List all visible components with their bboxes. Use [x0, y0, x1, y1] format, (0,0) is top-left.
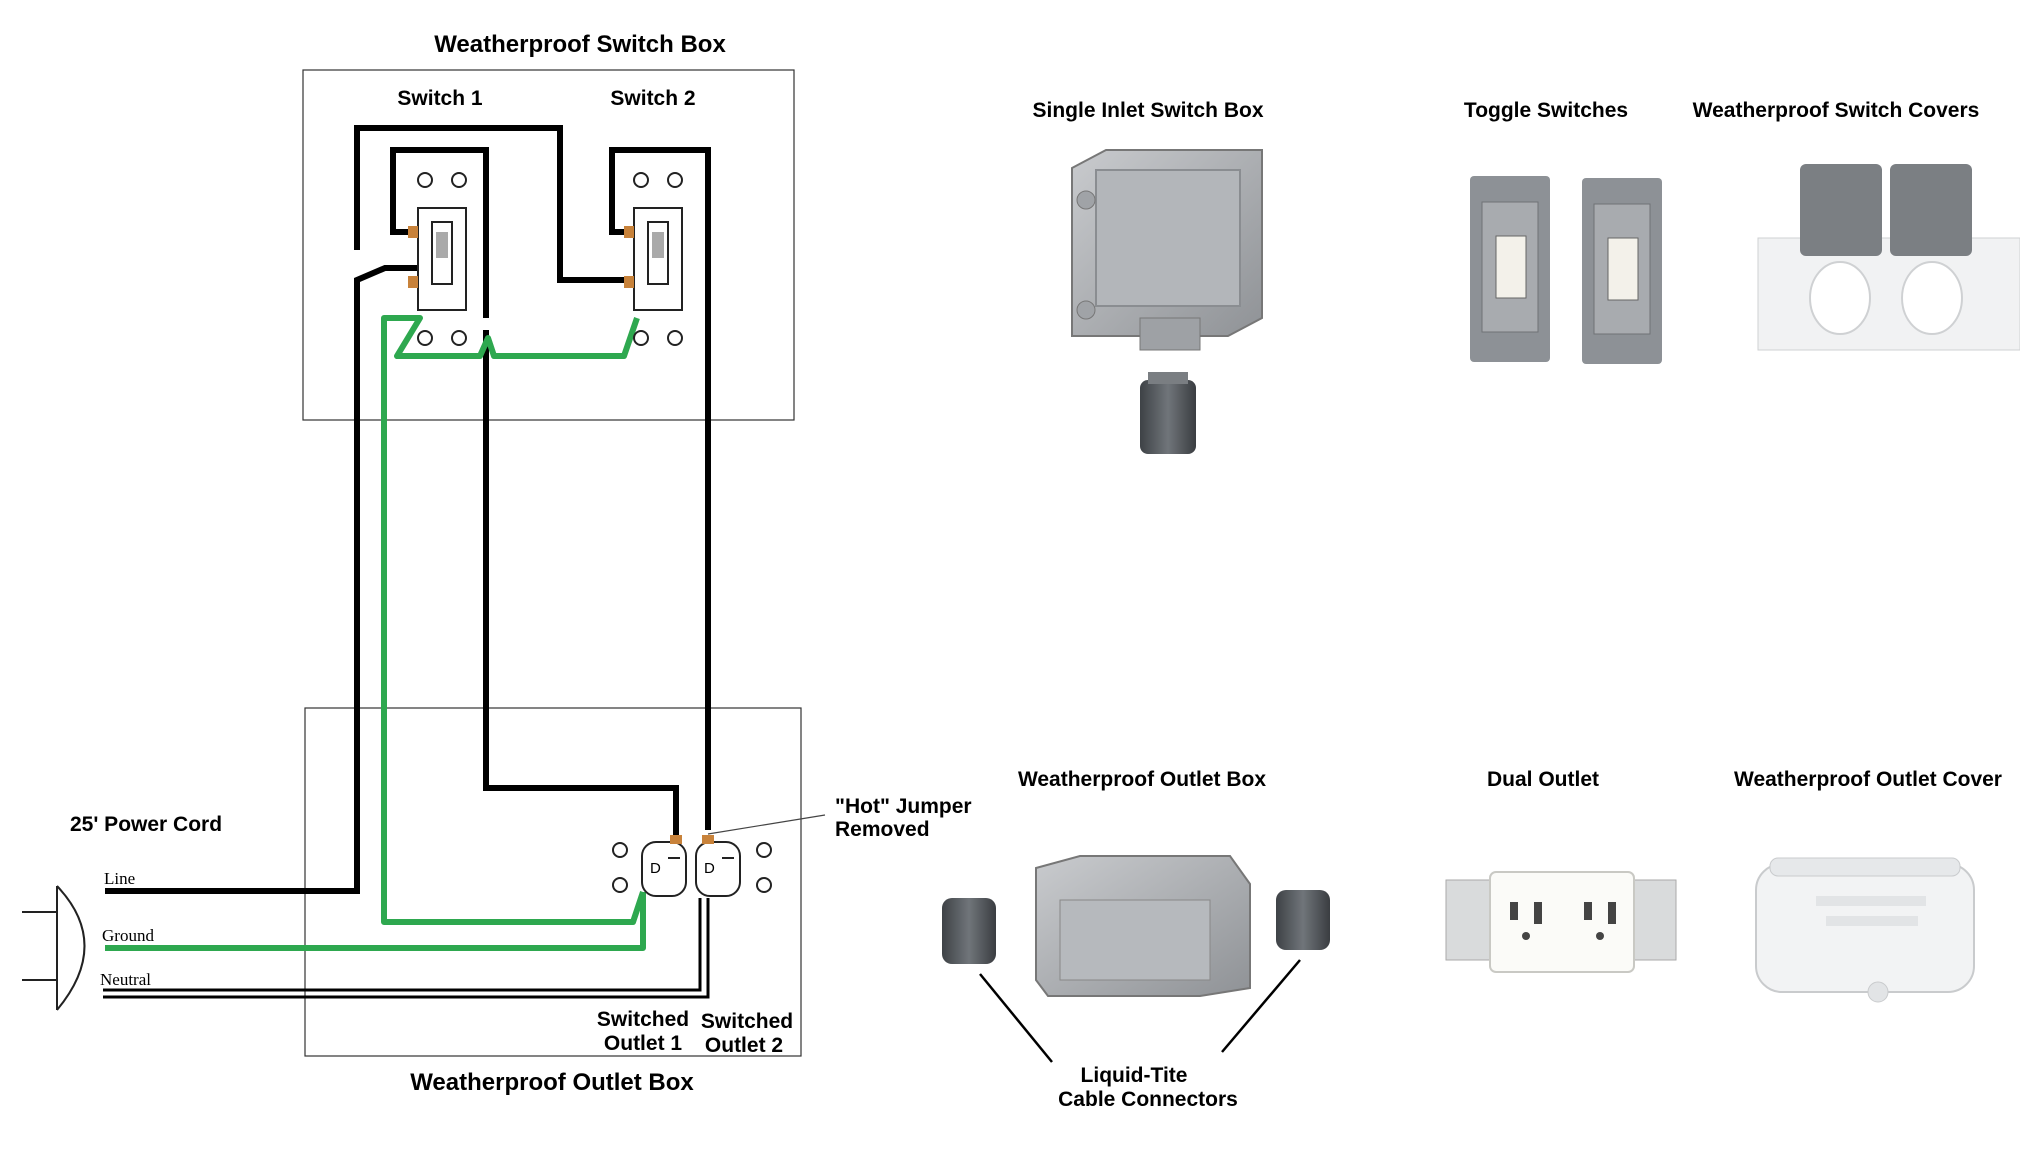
- jumper-leader-line: [707, 814, 826, 835]
- outlet-box-title: Weatherproof Outlet Box: [410, 1069, 694, 1096]
- weatherproof-outlet-box-image: [942, 855, 1330, 997]
- power-cord: 25' Power Cord Line Ground Neutral: [22, 813, 222, 1011]
- switch-box-title: Weatherproof Switch Box: [434, 31, 726, 58]
- switched-outlet1-line1: Switched: [597, 1008, 689, 1031]
- switch2-label: Switch 2: [610, 87, 695, 110]
- weatherproof-outlet-cover-image: [1755, 857, 1975, 1003]
- dual-outlet-label: Dual Outlet: [1487, 768, 1599, 791]
- jumper-note-line1: "Hot" Jumper: [835, 795, 972, 818]
- jumper-note-line2: Removed: [835, 818, 930, 841]
- cable-connectors-line1: Liquid-Tite: [1081, 1064, 1188, 1087]
- switched-outlet2-line1: Switched: [701, 1010, 793, 1033]
- outlet-box: Weatherproof Outlet Box: [304, 707, 802, 1096]
- weatherproof-switch-covers-label: Weatherproof Switch Covers: [1693, 99, 1980, 122]
- connector-leader-right: [1221, 959, 1301, 1053]
- single-inlet-switch-box-label: Single Inlet Switch Box: [1032, 99, 1263, 122]
- toggle-switches-label: Toggle Switches: [1464, 99, 1628, 122]
- plug-icon: [56, 885, 86, 1011]
- weatherproof-switch-covers-image: [1757, 164, 2020, 351]
- line-label: Line: [104, 869, 135, 888]
- duplex-outlet: D D: [612, 835, 772, 897]
- hot-wires: [103, 125, 711, 999]
- power-cord-title: 25' Power Cord: [70, 813, 222, 836]
- switched-outlet2-line2: Outlet 2: [705, 1034, 783, 1057]
- connector-leader-left: [979, 973, 1053, 1063]
- svg-text:D: D: [704, 860, 715, 877]
- switched-outlet1-line2: Outlet 1: [604, 1032, 682, 1055]
- switch1-device: [408, 172, 467, 346]
- switch-box: Weatherproof Switch Box Switch 1 Switch …: [302, 31, 795, 421]
- neutral-label: Neutral: [100, 970, 151, 989]
- single-inlet-switch-box-image: [1071, 149, 1263, 454]
- switch1-label: Switch 1: [397, 87, 483, 110]
- switch2-device: [624, 172, 683, 346]
- weatherproof-outlet-cover-label: Weatherproof Outlet Cover: [1734, 768, 2002, 791]
- toggle-switches-image: [1470, 176, 1662, 364]
- cable-connectors-line2: Cable Connectors: [1058, 1088, 1238, 1111]
- svg-text:D: D: [650, 860, 661, 877]
- dual-outlet-image: [1445, 871, 1677, 973]
- ground-label: Ground: [102, 926, 154, 945]
- weatherproof-outlet-box-label: Weatherproof Outlet Box: [1018, 768, 1266, 791]
- ground-wires: [105, 315, 646, 951]
